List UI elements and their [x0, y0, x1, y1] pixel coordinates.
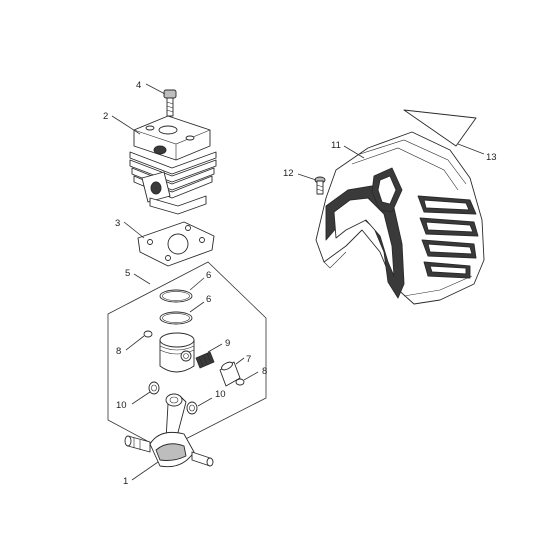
leader-line-6b — [189, 301, 205, 313]
leader-line-12 — [297, 173, 317, 181]
label-sticker[interactable] — [403, 109, 477, 147]
callout-6b: 6 — [206, 294, 211, 305]
callout-5: 5 — [125, 268, 130, 279]
callout-4: 4 — [136, 80, 141, 91]
leader-line-10b — [197, 397, 213, 407]
needle-bearing[interactable] — [195, 351, 215, 369]
callout-9: 9 — [225, 338, 230, 349]
callout-3: 3 — [115, 218, 120, 229]
callout-2: 2 — [103, 111, 108, 122]
cylinder-bolt[interactable] — [163, 89, 177, 117]
callout-10a: 10 — [116, 400, 127, 411]
piston-pin[interactable] — [219, 361, 241, 387]
leader-line-6a — [189, 277, 205, 291]
crankshaft[interactable] — [124, 393, 214, 468]
piston-ring-lower[interactable] — [159, 311, 193, 325]
cover-screw[interactable] — [314, 176, 326, 195]
callout-6a: 6 — [206, 270, 211, 281]
leader-line-2 — [111, 115, 141, 135]
leader-line-7 — [235, 357, 245, 365]
leader-line-1 — [131, 461, 159, 481]
engine-cover[interactable] — [315, 131, 485, 305]
callout-8a: 8 — [116, 346, 121, 357]
circlip-left[interactable] — [143, 330, 153, 338]
leader-line-3 — [123, 221, 145, 239]
callout-7: 7 — [246, 354, 251, 365]
cylinder-gasket[interactable] — [137, 221, 215, 267]
callout-11: 11 — [331, 140, 341, 151]
piston[interactable] — [159, 332, 195, 373]
leader-line-11 — [343, 145, 365, 159]
callout-12: 12 — [283, 168, 294, 179]
leader-line-8a — [125, 335, 145, 351]
piston-ring-upper[interactable] — [159, 289, 193, 303]
circlip-right[interactable] — [235, 378, 245, 386]
thrust-washer-left[interactable] — [148, 381, 160, 395]
callout-8b: 8 — [262, 366, 267, 377]
leader-line-10a — [131, 391, 151, 405]
callout-13: 13 — [486, 152, 497, 163]
leader-line-8b — [243, 371, 259, 381]
leader-line-9 — [207, 343, 223, 353]
cylinder[interactable] — [129, 115, 217, 215]
leader-line-13 — [457, 143, 485, 155]
piston-kit-frame — [107, 261, 267, 451]
callout-1: 1 — [123, 476, 128, 487]
callout-10b: 10 — [215, 389, 226, 400]
leader-line-4 — [145, 83, 166, 95]
leader-line-5 — [133, 273, 151, 285]
thrust-washer-right[interactable] — [186, 401, 198, 415]
